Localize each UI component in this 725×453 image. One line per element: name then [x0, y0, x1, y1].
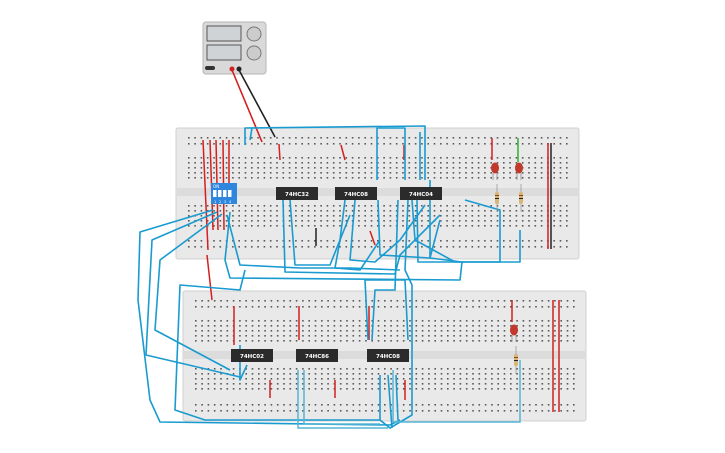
chip-74hc08-bottom[interactable]: 74HC08 [367, 349, 409, 362]
svg-text:74HC02: 74HC02 [240, 354, 264, 360]
resistor-3[interactable] [514, 346, 518, 374]
svg-text:74HC08: 74HC08 [376, 354, 400, 360]
led-3[interactable] [510, 324, 518, 343]
breadboard-holes [188, 137, 575, 412]
svg-text:1: 1 [214, 200, 216, 204]
svg-text:74HC32: 74HC32 [285, 192, 309, 198]
svg-text:2: 2 [219, 200, 221, 204]
chip-74hc86[interactable]: 74HC86 [296, 349, 338, 362]
resistor-1[interactable] [495, 184, 499, 212]
svg-text:ON: ON [213, 184, 219, 189]
chip-74hc02[interactable]: 74HC02 [231, 349, 273, 362]
chip-74hc04[interactable]: 74HC04 [400, 187, 442, 200]
chip-74hc32[interactable]: 74HC32 [276, 187, 318, 200]
signal-wires-light [297, 360, 521, 429]
svg-text:3: 3 [224, 200, 226, 204]
rail-wires-bottom [233, 300, 560, 412]
power-leads [231, 69, 276, 143]
bench-power-supply[interactable] [202, 21, 267, 75]
svg-text:74HC86: 74HC86 [305, 354, 329, 360]
svg-text:74HC04: 74HC04 [409, 192, 433, 198]
dip-switch[interactable]: ON 1 2 3 4 [211, 183, 237, 204]
resistor-2[interactable] [519, 184, 523, 212]
chip-74hc08-top[interactable]: 74HC08 [335, 187, 377, 200]
signal-wires [137, 125, 521, 429]
led-2[interactable] [515, 162, 523, 181]
svg-text:74HC08: 74HC08 [344, 192, 368, 198]
led-1[interactable] [491, 162, 499, 181]
svg-text:4: 4 [229, 200, 232, 204]
